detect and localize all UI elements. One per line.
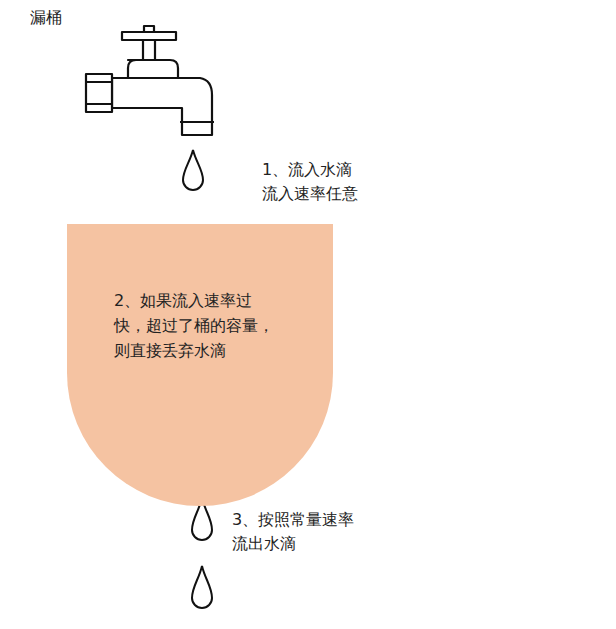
outflow-note: 3、按照常量速率 流出水滴 [232,508,372,556]
inflow-note: 1、流入水滴 流入速率任意 [262,158,374,206]
bucket-text: 2、如果流入速率过 快，超过了桶的容量， 则直接丢弃水滴 [114,288,286,363]
bucket-text-wrap: 2、如果流入速率过 快，超过了桶的容量， 则直接丢弃水滴 [114,288,286,363]
bucket-fill [67,224,333,506]
bucket-shape: 2、如果流入速率过 快，超过了桶的容量， 则直接丢弃水滴 [67,224,333,506]
diagram-title: 漏桶 [30,6,62,30]
bucket-outline [67,224,333,506]
faucet [86,26,214,135]
